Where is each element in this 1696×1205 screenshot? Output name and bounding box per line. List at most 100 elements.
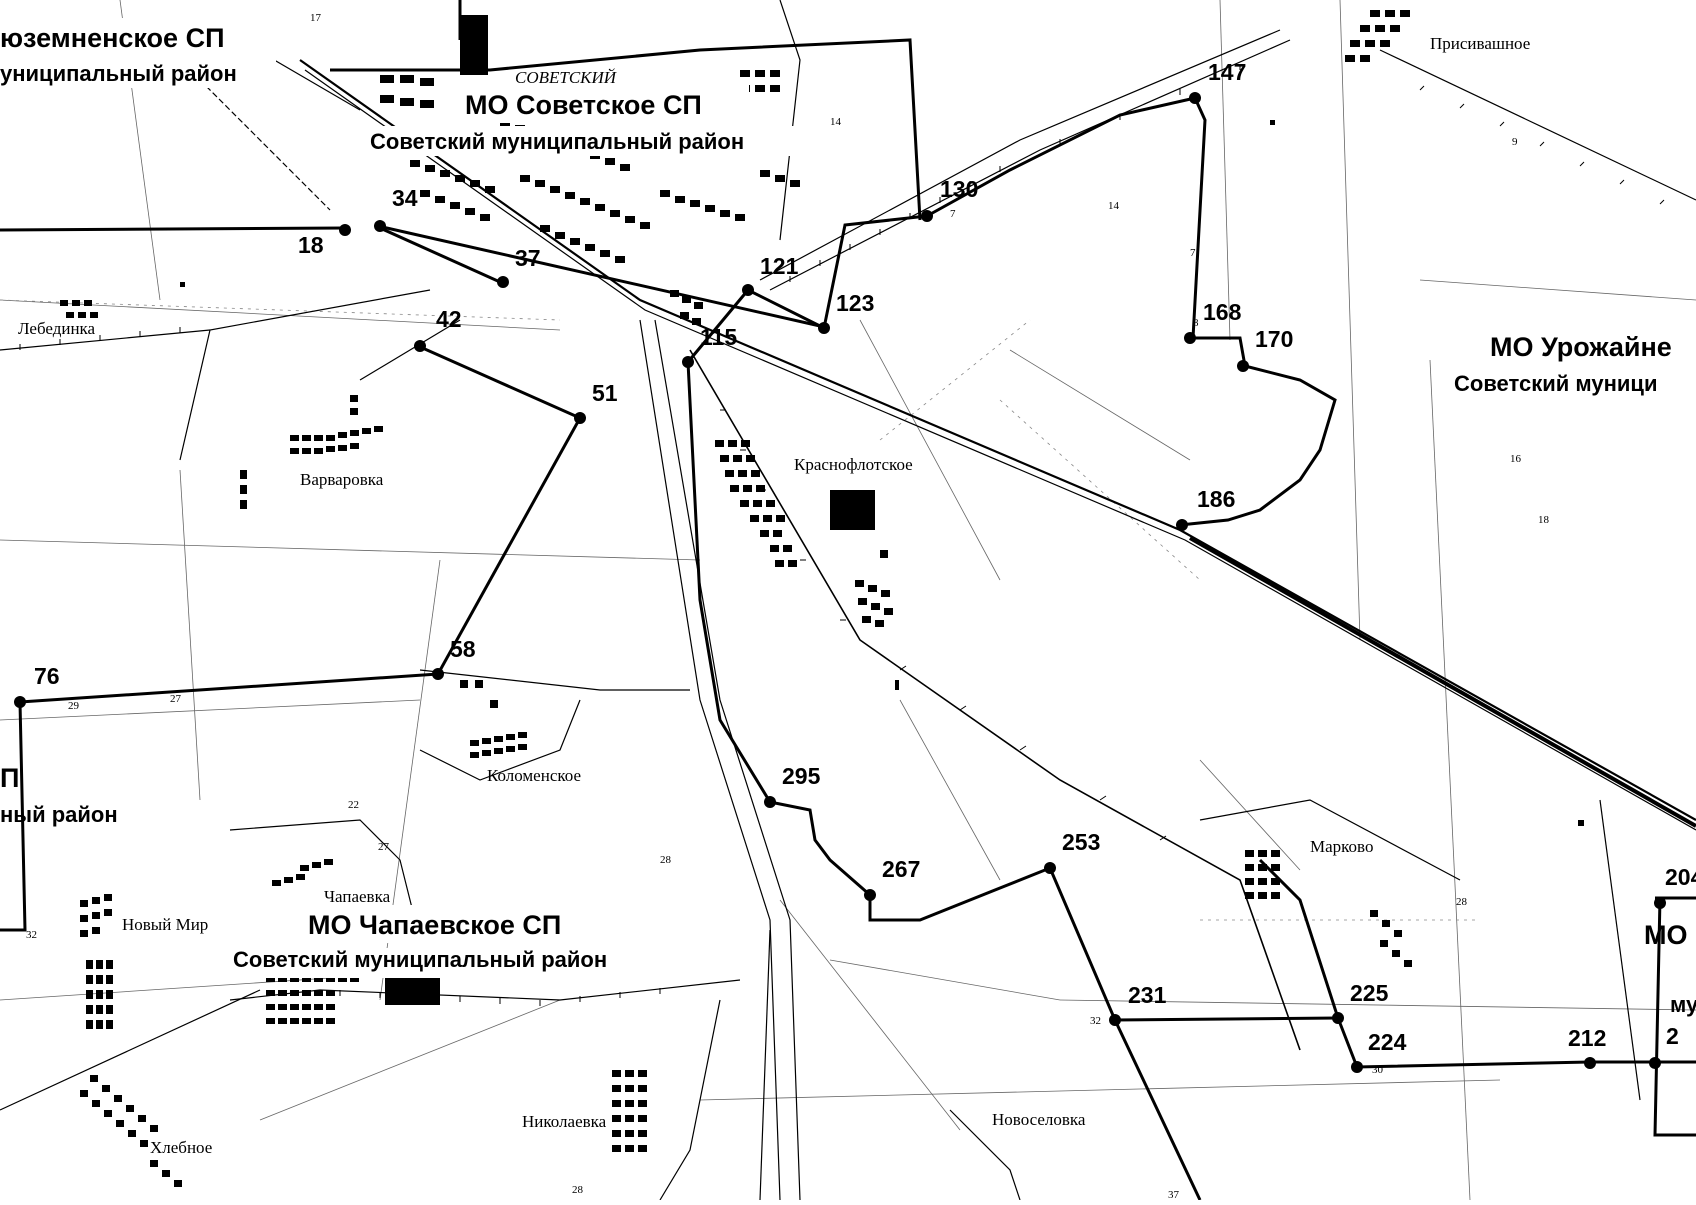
region-labels: юземненское СП униципальный район МО Сов…	[0, 18, 1696, 1017]
boundary-point[interactable]	[497, 276, 509, 288]
point-label: 18	[298, 232, 324, 258]
boundary-point[interactable]	[864, 889, 876, 901]
point-label: 267	[882, 856, 920, 882]
boundary-point[interactable]	[818, 322, 830, 334]
region-urozhaynoe-district: Советский муници	[1454, 371, 1657, 396]
field-number: 29	[68, 700, 80, 712]
boundary-point[interactable]	[1044, 862, 1056, 874]
boundary-point[interactable]	[921, 210, 933, 222]
point-label: 186	[1197, 486, 1235, 512]
point-label: 231	[1128, 982, 1167, 1008]
settlement-novy-mir: Новый Мир	[122, 915, 208, 934]
boundary-point[interactable]	[1584, 1057, 1596, 1069]
point-label: 253	[1062, 829, 1100, 855]
boundary-point[interactable]	[432, 668, 444, 680]
field-number: 28	[660, 854, 672, 866]
field-number: 7	[950, 208, 956, 220]
point-label: 204	[1665, 864, 1696, 890]
point-label: 225	[1350, 980, 1389, 1006]
boundary-point[interactable]	[764, 796, 776, 808]
region-left-top-name: юземненское СП	[0, 23, 224, 53]
railway	[199, 59, 1696, 1201]
boundary-points	[14, 92, 1666, 1073]
settlement-chapaevka: Чапаевка	[324, 887, 391, 906]
boundary-point[interactable]	[1109, 1014, 1121, 1026]
point-labels: 18 34 37 42 51 58 76 115 121 123 130 147…	[34, 59, 1696, 1055]
settlement-sovetsky: СОВЕТСКИЙ	[515, 68, 618, 87]
field-number: 16	[1510, 453, 1522, 465]
region-left-top-district: униципальный район	[0, 61, 237, 86]
point-label: 295	[782, 763, 821, 789]
settlement-varvarovka: Варваровка	[300, 470, 384, 489]
field-number: 2	[1666, 1023, 1679, 1049]
settlement-lebedinka: Лебединка	[18, 319, 96, 338]
boundary-point[interactable]	[1332, 1012, 1344, 1024]
boundary-point[interactable]	[682, 356, 694, 368]
point-label: 212	[1568, 1025, 1606, 1051]
settlement-names: СОВЕТСКИЙ Присивашное Лебединка Варваров…	[18, 34, 1530, 1157]
settlement-nikolaevka: Николаевка	[522, 1112, 607, 1131]
boundary-point[interactable]	[1649, 1057, 1661, 1069]
field-number: 27	[170, 693, 182, 705]
point-label: 51	[592, 380, 618, 406]
boundary-point[interactable]	[339, 224, 351, 236]
settlement-markovo: Марково	[1310, 837, 1373, 856]
boundary-point[interactable]	[1189, 92, 1201, 104]
boundary-point[interactable]	[1176, 519, 1188, 531]
field-number: 30	[1372, 1064, 1384, 1076]
settlement-blocks	[60, 10, 1584, 1187]
point-label: 170	[1255, 326, 1293, 352]
region-sovetskoe-name: МО Советское СП	[465, 90, 702, 120]
boundary-point[interactable]	[1654, 897, 1666, 909]
boundary-point[interactable]	[1184, 332, 1196, 344]
field-number: 32	[26, 929, 37, 941]
settlement-khlebnoe: Хлебное	[150, 1138, 212, 1157]
region-right-bottom-name: МО	[1644, 920, 1688, 950]
point-label: 130	[940, 176, 978, 202]
point-label: 123	[836, 290, 874, 316]
boundary-point[interactable]	[374, 220, 386, 232]
settlement-novoselovka: Новоселовка	[992, 1110, 1086, 1129]
point-label: 168	[1203, 299, 1242, 325]
boundary-point[interactable]	[1237, 360, 1249, 372]
region-left-mid-name: П	[0, 763, 19, 793]
field-number: 32	[1090, 1015, 1101, 1027]
field-number: 28	[1456, 896, 1468, 908]
field-number: 7	[1190, 247, 1196, 259]
point-label: 42	[436, 306, 462, 332]
region-chapaevskoe-name: МО Чапаевское СП	[308, 910, 561, 940]
field-number: 8	[1193, 317, 1199, 329]
point-label: 115	[700, 324, 737, 350]
field-number: 14	[1108, 200, 1120, 212]
field-numbers: 17 14 9 7 14 7 8 16 18 29 27 22 27 28 28…	[26, 12, 1679, 1201]
point-label: 58	[450, 636, 476, 662]
field-number: 37	[1168, 1189, 1180, 1200]
field-number: 28	[572, 1184, 584, 1196]
field-number: 18	[1538, 514, 1550, 526]
region-right-bottom-district: му	[1670, 992, 1696, 1017]
point-label: 76	[34, 663, 60, 689]
point-label: 34	[392, 185, 418, 211]
boundary-point[interactable]	[1351, 1061, 1363, 1073]
settlement-krasnoflotskoe: Краснофлотское	[794, 455, 913, 474]
region-sovetskoe-district: Советский муниципальный район	[370, 129, 744, 154]
boundary-point[interactable]	[14, 696, 26, 708]
settlement-prisivashnoe: Присивашное	[1430, 34, 1530, 53]
region-left-mid-district: ный район	[0, 802, 118, 827]
boundary-point[interactable]	[742, 284, 754, 296]
boundary-point[interactable]	[574, 412, 586, 424]
field-number: 22	[348, 799, 359, 811]
field-number: 17	[310, 12, 322, 24]
boundary-point[interactable]	[414, 340, 426, 352]
field-number: 27	[378, 841, 390, 853]
settlement-kolomenskoe: Коломенское	[487, 766, 581, 785]
region-chapaevskoe-district: Советский муниципальный район	[233, 947, 607, 972]
field-number: 14	[830, 116, 842, 128]
point-label: 147	[1208, 59, 1246, 85]
point-label: 121	[760, 253, 799, 279]
point-label: 37	[515, 245, 541, 271]
